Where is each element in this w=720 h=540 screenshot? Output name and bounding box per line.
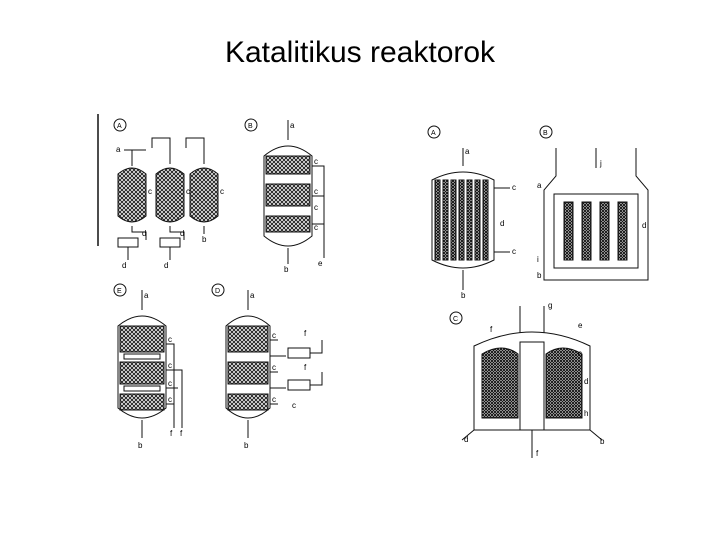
svg-text:b: b bbox=[138, 441, 143, 450]
svg-text:a: a bbox=[290, 121, 295, 130]
svg-text:c: c bbox=[314, 157, 318, 166]
svg-text:f: f bbox=[170, 429, 173, 438]
svg-text:B: B bbox=[248, 123, 253, 130]
svg-text:d: d bbox=[164, 261, 168, 270]
svg-text:f: f bbox=[304, 329, 307, 338]
svg-text:d: d bbox=[122, 261, 126, 270]
svg-text:C: C bbox=[453, 316, 458, 323]
svg-text:b: b bbox=[202, 235, 207, 244]
reactor-tubes bbox=[434, 179, 489, 261]
svg-text:d: d bbox=[500, 219, 504, 228]
svg-text:f: f bbox=[490, 325, 493, 334]
svg-text:e: e bbox=[318, 259, 323, 268]
svg-text:f: f bbox=[536, 449, 539, 458]
svg-text:b: b bbox=[244, 441, 249, 450]
svg-text:c: c bbox=[314, 203, 318, 212]
svg-text:g: g bbox=[548, 301, 552, 310]
right-panel-c: C g f e c d h d f b bbox=[449, 301, 605, 458]
svg-text:c: c bbox=[272, 331, 276, 340]
svg-text:c: c bbox=[314, 223, 318, 232]
svg-text:a: a bbox=[537, 181, 542, 190]
svg-text:i: i bbox=[537, 255, 539, 264]
svg-text:d: d bbox=[584, 377, 588, 386]
svg-text:a: a bbox=[116, 145, 121, 154]
svg-text:c: c bbox=[186, 187, 190, 196]
bed-3 bbox=[189, 167, 219, 223]
svg-text:D: D bbox=[215, 288, 220, 295]
svg-text:c: c bbox=[168, 335, 172, 344]
svg-text:c: c bbox=[314, 187, 318, 196]
svg-text:b: b bbox=[284, 265, 289, 274]
right-panel-b: B j a d i b bbox=[537, 125, 649, 281]
svg-text:h: h bbox=[584, 409, 588, 418]
svg-text:d: d bbox=[642, 221, 646, 230]
svg-text:a: a bbox=[250, 291, 255, 300]
left-panel-e: E a c c c c f f b bbox=[113, 283, 183, 450]
svg-text:A: A bbox=[431, 130, 436, 137]
svg-text:c: c bbox=[168, 395, 172, 404]
slide-title: Katalitikus reaktorok bbox=[224, 36, 496, 69]
left-panel-a: A a c c c d d d d b bbox=[113, 118, 224, 270]
svg-text:b: b bbox=[537, 271, 542, 280]
svg-text:d: d bbox=[142, 229, 146, 238]
svg-text:c: c bbox=[292, 401, 296, 410]
svg-text:b: b bbox=[600, 437, 605, 446]
svg-text:d: d bbox=[180, 229, 184, 238]
svg-text:c: c bbox=[578, 349, 582, 358]
right-reactor-figure: A a c d c b B j a d i b bbox=[427, 125, 649, 458]
left-reactor-figure: A a c c c d d d d b B a bbox=[97, 114, 325, 450]
panel-a-marker: A bbox=[117, 123, 122, 130]
svg-text:f: f bbox=[180, 429, 183, 438]
svg-text:c: c bbox=[512, 183, 516, 192]
radial-catalyst-bed bbox=[481, 341, 583, 431]
svg-text:a: a bbox=[465, 147, 470, 156]
svg-text:c: c bbox=[272, 363, 276, 372]
left-panel-b: B a c c c c b e bbox=[244, 118, 325, 274]
svg-text:e: e bbox=[578, 321, 583, 330]
svg-text:c: c bbox=[148, 187, 152, 196]
svg-text:d: d bbox=[464, 435, 468, 444]
svg-text:f: f bbox=[304, 363, 307, 372]
svg-text:B: B bbox=[543, 130, 548, 137]
right-panel-a: A a c d c b bbox=[427, 125, 516, 300]
svg-text:a: a bbox=[144, 291, 149, 300]
svg-text:c: c bbox=[168, 379, 172, 388]
svg-text:c: c bbox=[220, 187, 224, 196]
svg-text:b: b bbox=[461, 291, 466, 300]
svg-text:c: c bbox=[512, 247, 516, 256]
bed-2 bbox=[155, 167, 185, 223]
svg-text:j: j bbox=[599, 159, 602, 168]
left-panel-d: D a c c c f f c b bbox=[211, 283, 323, 450]
svg-text:c: c bbox=[272, 395, 276, 404]
svg-text:E: E bbox=[117, 288, 122, 295]
svg-text:c: c bbox=[168, 361, 172, 370]
